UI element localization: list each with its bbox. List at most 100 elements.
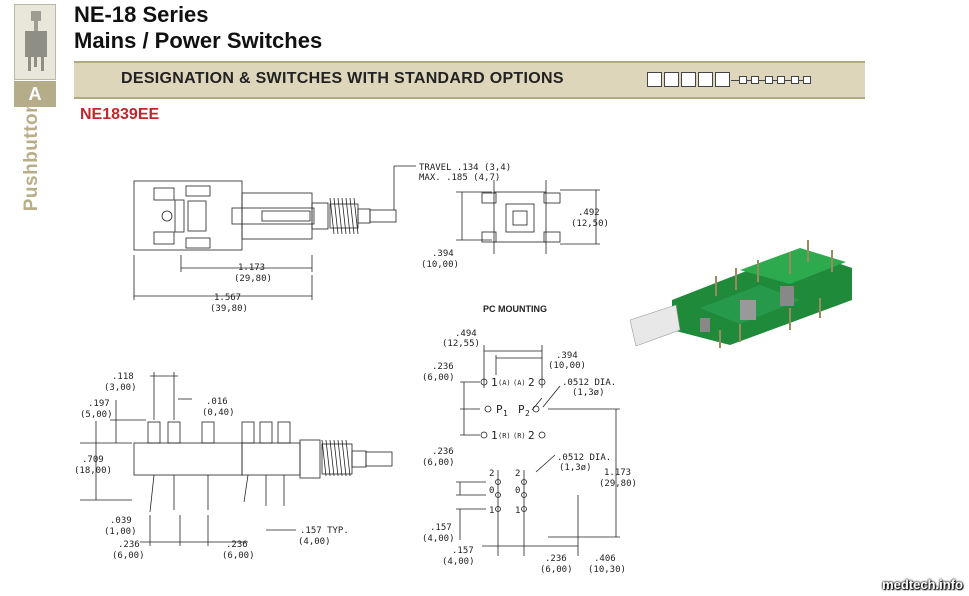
- code-dash: [799, 80, 803, 81]
- dim-label: .0512 DIA.: [557, 453, 611, 463]
- dim-label: (29,80): [234, 274, 272, 284]
- code-dash: [747, 80, 751, 81]
- dim-label: .394: [432, 249, 454, 259]
- dim-label: 1.173: [604, 468, 631, 478]
- dim-label: (0,40): [202, 408, 235, 418]
- dim-label: (6,00): [422, 458, 455, 468]
- code-box: [681, 72, 696, 87]
- dim-label: .016: [206, 397, 228, 407]
- dim-label: .236: [432, 447, 454, 457]
- pin-label: 1: [489, 506, 494, 516]
- code-box: [715, 72, 730, 87]
- pin-label: 0: [515, 486, 520, 496]
- dim-label: (18,00): [74, 466, 112, 476]
- pin-label: P: [496, 403, 503, 416]
- part-number-code-boxes: [647, 71, 822, 88]
- section-tab-letter: A: [14, 81, 56, 107]
- pin-label: 1: [503, 409, 508, 418]
- pin-label: 1: [515, 506, 520, 516]
- dim-label: .236: [545, 554, 567, 564]
- end-view-labels: .492 (12,50) .394 (10,00): [421, 208, 609, 270]
- dim-label: .197: [88, 399, 110, 409]
- dim-label: (39,80): [210, 304, 248, 314]
- pin-label: 2: [528, 376, 535, 389]
- dim-label: (12,55): [442, 339, 480, 349]
- pin-label: 2: [528, 429, 535, 442]
- pc-mounting-drawing: [456, 345, 620, 556]
- dim-label: (1,00): [104, 527, 137, 537]
- travel-label: TRAVEL .134 (3,4): [419, 163, 511, 173]
- pin-label: 2: [489, 469, 494, 479]
- code-box-small: [803, 76, 811, 84]
- travel-max-label: MAX. .185 (4,7): [419, 173, 500, 183]
- code-box-small: [791, 76, 799, 84]
- dim-label: .236: [118, 540, 140, 550]
- pin-label: 1: [491, 429, 498, 442]
- dim-label: .394: [556, 351, 578, 361]
- page-title-category: Mains / Power Switches: [74, 28, 323, 53]
- dim-label: (6,00): [112, 551, 145, 561]
- pin-label: (R): [498, 432, 511, 440]
- dim-label: (1,3ø): [572, 388, 605, 398]
- code-dash: [731, 80, 739, 81]
- dim-label: (4,00): [298, 537, 331, 547]
- dim-label: (1,3ø): [559, 463, 592, 473]
- pin-label: 2: [525, 409, 530, 418]
- pushbutton-switch-icon: [14, 4, 56, 80]
- dim-label: .492: [578, 208, 600, 218]
- code-box-small: [739, 76, 747, 84]
- dim-label: .118: [112, 372, 134, 382]
- dim-label: .157: [452, 546, 474, 556]
- dim-label: (4,00): [422, 534, 455, 544]
- dim-label: .406: [594, 554, 616, 564]
- code-box: [664, 72, 679, 87]
- pc-mounting-holes: [480, 378, 546, 512]
- pin-label: 2: [515, 469, 520, 479]
- dim-label: 1.567: [214, 293, 241, 303]
- end-view-drawing: [456, 180, 600, 254]
- code-box-small: [751, 76, 759, 84]
- pc-mounting-labels: PC MOUNTING .494 (12,55) .394 (10,00) .2…: [422, 304, 637, 575]
- dim-label: .709: [82, 455, 104, 465]
- dim-label: (6,00): [222, 551, 255, 561]
- page-title-series: NE-18 Series: [74, 2, 209, 27]
- dim-label: (10,30): [588, 565, 626, 575]
- section-bar-label: DESIGNATION & SWITCHES WITH STANDARD OPT…: [121, 70, 564, 87]
- code-dash: [773, 80, 777, 81]
- code-dash: [785, 80, 791, 81]
- dim-label: (12,50): [571, 219, 609, 229]
- pin-label: P: [518, 403, 525, 416]
- dim-label: (3,00): [104, 383, 137, 393]
- code-box: [698, 72, 713, 87]
- watermark: medtech.info: [882, 577, 963, 592]
- dim-label: (6,00): [422, 373, 455, 383]
- dim-label: .157: [430, 523, 452, 533]
- code-dash: [759, 80, 765, 81]
- front-view-drawing: [80, 372, 393, 546]
- dim-label: .039: [110, 516, 132, 526]
- dim-label: 1.173: [238, 263, 265, 273]
- part-number: NE1839EE: [80, 106, 160, 123]
- dim-label: .236: [432, 362, 454, 372]
- code-box-small: [777, 76, 785, 84]
- pin-label: 0: [489, 486, 494, 496]
- dim-label: (29,80): [599, 479, 637, 489]
- side-view-drawing: [133, 165, 416, 300]
- sidebar: A Pushbutton: [0, 0, 56, 596]
- dim-label: .494: [455, 329, 477, 339]
- dim-label: (4,00): [442, 557, 475, 567]
- front-view-labels: .118 (3,00) .197 (5,00) .016 (0,40) .709…: [74, 372, 349, 561]
- pin-label: (R): [513, 432, 526, 440]
- dim-label: .0512 DIA.: [562, 378, 616, 388]
- product-photo: [629, 240, 852, 348]
- dim-label: (10,00): [421, 260, 459, 270]
- dim-label: .157 TYP.: [300, 526, 349, 536]
- dim-label: (6,00): [540, 565, 573, 575]
- dim-label: (10,00): [548, 361, 586, 371]
- dim-label: .236: [226, 540, 248, 550]
- pc-mounting-title: PC MOUNTING: [483, 304, 547, 314]
- pin-label: 1: [491, 376, 498, 389]
- pin-label: (A): [513, 379, 526, 387]
- dim-label: (5,00): [80, 410, 113, 420]
